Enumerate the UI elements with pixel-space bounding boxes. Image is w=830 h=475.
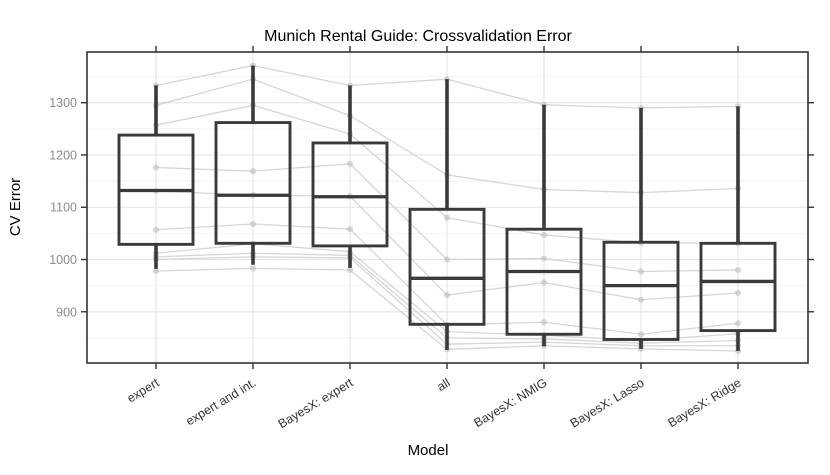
x-tick-label: expert xyxy=(125,375,162,405)
box-iqr xyxy=(602,240,680,341)
y-tick-label: 1300 xyxy=(49,96,77,110)
cv-fold-point xyxy=(734,289,742,297)
cv-fold-point xyxy=(734,320,742,327)
box-iqr xyxy=(214,121,292,245)
y-tick-label: 1200 xyxy=(49,148,77,162)
boxplot xyxy=(699,106,777,351)
cv-fold-point xyxy=(346,226,354,233)
cv-fold-point xyxy=(443,291,451,299)
box-iqr xyxy=(311,141,389,248)
cv-fold-point xyxy=(152,226,160,233)
cv-fold-point xyxy=(346,266,354,274)
cv-fold-point xyxy=(540,231,548,239)
boxplot xyxy=(602,107,680,349)
x-tick-label: BayesX: expert xyxy=(276,375,356,431)
cv-fold-point xyxy=(249,220,257,228)
cv-fold-point xyxy=(734,266,742,274)
x-tick-label: all xyxy=(435,376,453,394)
x-tick-label: expert and int. xyxy=(183,376,258,429)
x-tick-label: BayesX: NMIG xyxy=(471,376,549,431)
cv-fold-point xyxy=(443,214,451,221)
y-axis-title: CV Error xyxy=(7,178,24,236)
boxplot xyxy=(117,85,195,269)
cv-fold-point xyxy=(637,331,645,338)
box-iqr xyxy=(699,241,777,333)
boxplot xyxy=(214,65,292,265)
boxplots-layer xyxy=(117,65,777,351)
cv-fold-point xyxy=(152,267,160,275)
cv-fold-point xyxy=(443,256,451,263)
cv-fold-point xyxy=(637,296,645,303)
boxplot xyxy=(408,79,486,350)
x-tick-label: BayesX: Lasso xyxy=(568,376,647,431)
cv-fold-point xyxy=(637,268,645,275)
boxplot xyxy=(505,104,583,347)
cv-fold-point xyxy=(249,168,257,175)
box-iqr xyxy=(408,207,486,326)
box-iqr xyxy=(505,227,583,336)
y-tick-label: 900 xyxy=(56,305,77,319)
cv-fold-point xyxy=(540,255,548,262)
x-axis-title: Model xyxy=(408,442,449,459)
y-tick-label: 1000 xyxy=(49,253,77,267)
y-tick-label: 1100 xyxy=(50,201,77,215)
cv-fold-point xyxy=(346,160,354,167)
cv-fold-point xyxy=(152,164,160,171)
cv-fold-point xyxy=(249,265,257,272)
cv-fold-point xyxy=(540,279,548,286)
boxplot xyxy=(311,85,389,268)
chart-title: Munich Rental Guide: Crossvalidation Err… xyxy=(264,28,572,45)
cv-fold-point xyxy=(540,319,548,326)
x-tick-label: BayesX: Ridge xyxy=(665,376,743,431)
